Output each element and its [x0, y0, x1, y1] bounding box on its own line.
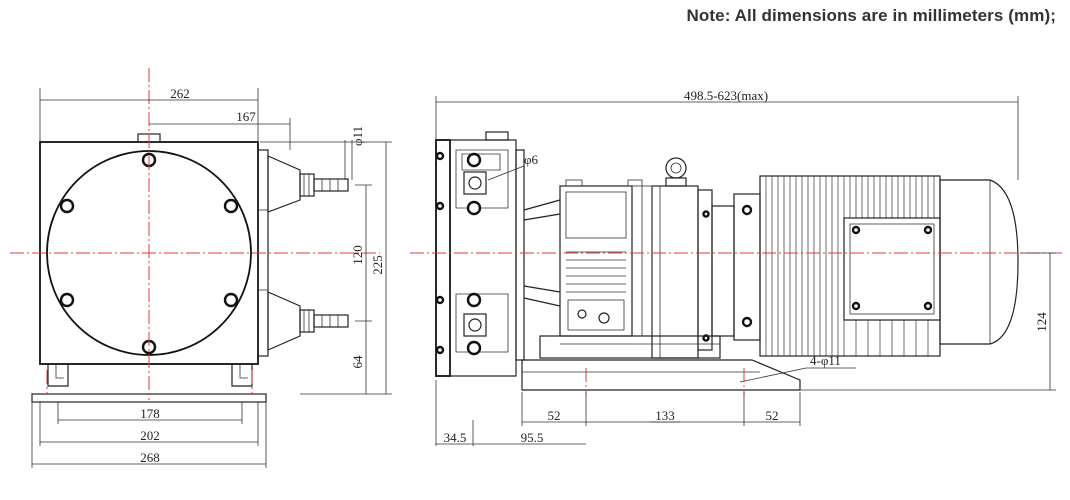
pedestal — [539, 335, 721, 359]
bolt-hole — [59, 198, 75, 214]
gearbox-fins — [566, 251, 626, 293]
dimension-overall-length: 498.5-623(max) — [684, 88, 768, 103]
dimension-120: 120 — [350, 245, 365, 265]
front-view: 262 167 φ11 120 225 64 178 202 — [10, 68, 392, 468]
upper-hose-connector — [267, 155, 301, 213]
dimension-64: 64 — [350, 355, 365, 369]
dimension-mounting-holes: 4-φ11 — [810, 353, 841, 368]
right-foot — [231, 364, 253, 387]
motor-fan-cover — [939, 179, 1019, 345]
dimension-phi-11-left: φ11 — [350, 126, 365, 146]
dimension-167: 167 — [236, 109, 256, 124]
dimension-225: 225 — [370, 255, 385, 275]
gearbox-housing — [559, 185, 633, 337]
bolt-hole — [59, 292, 75, 308]
side-view: 498.5-623(max) φ6 — [410, 88, 1062, 446]
dimension-52-right: 52 — [766, 408, 779, 423]
lifting-eye — [665, 157, 687, 179]
dimension-95-5: 95.5 — [521, 430, 544, 445]
dimension-202: 202 — [140, 428, 160, 443]
dimension-34-5: 34.5 — [444, 430, 467, 445]
reducer-column — [651, 185, 699, 359]
dimension-124: 124 — [1034, 312, 1049, 332]
pump-head-plate — [435, 139, 451, 377]
upper-hose-barb — [313, 178, 349, 192]
upper-port-nut — [463, 171, 487, 195]
dimension-phi-6: φ6 — [524, 152, 539, 167]
dimension-262: 262 — [170, 86, 190, 101]
base-frame — [521, 359, 801, 391]
dimension-52-left: 52 — [548, 408, 561, 423]
lower-port-nut — [463, 313, 487, 337]
terminal-box — [843, 217, 941, 321]
lower-hose-connector — [267, 291, 301, 351]
bolt-hole — [223, 198, 239, 214]
motor-fins — [765, 176, 935, 356]
dimension-note: Note: All dimensions are in millimeters … — [686, 6, 1056, 25]
dimension-178: 178 — [140, 406, 160, 421]
lower-hose-barb — [313, 314, 349, 328]
pump-head-body — [449, 139, 517, 377]
dimension-268: 268 — [140, 450, 160, 465]
left-foot — [47, 364, 69, 387]
bolt-hole — [223, 292, 239, 308]
dimension-133: 133 — [655, 408, 675, 423]
